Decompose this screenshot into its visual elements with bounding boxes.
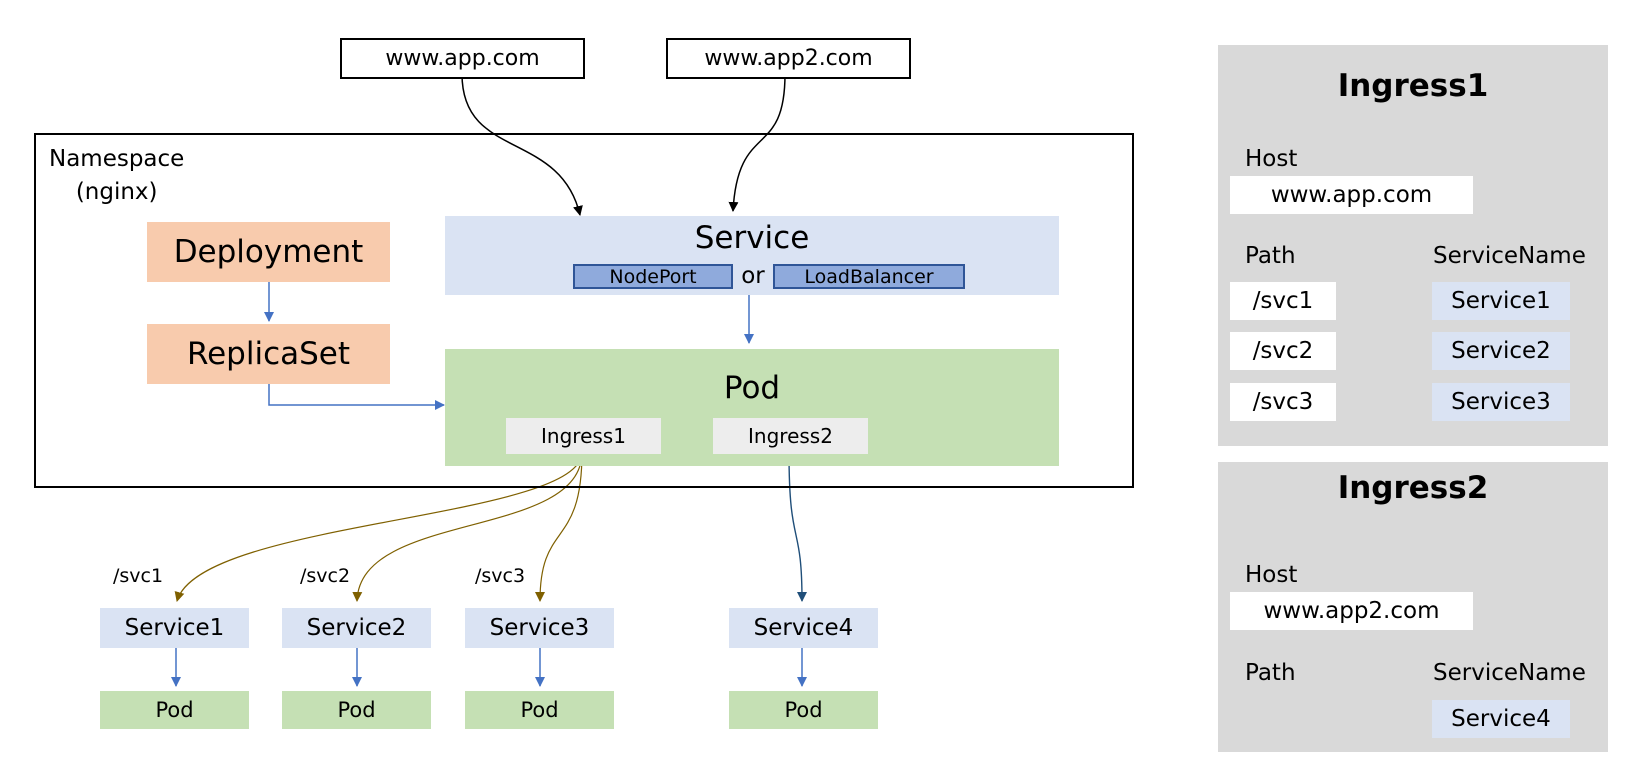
ingress2-host-label: Host: [1245, 562, 1298, 588]
arrow-host2-service: [728, 73, 786, 212]
arrow-ingress2-service4: [788, 451, 807, 602]
pod-box-svc4: Pod: [729, 691, 878, 729]
deployment-box: Deployment: [147, 222, 390, 282]
ingress1-panel: [1218, 45, 1608, 446]
namespace-label: Namespace (nginx): [49, 143, 184, 209]
ingress2-host-value: www.app2.com: [1230, 592, 1473, 630]
namespace-label-line1: Namespace: [49, 146, 185, 172]
replicaset-box: ReplicaSet: [147, 324, 390, 384]
loadbalancer-chip: LoadBalancer: [773, 264, 965, 289]
ingress1-path-row2: /svc2: [1230, 332, 1336, 370]
host-box-app: www.app.com: [340, 38, 585, 79]
pod-box-svc2: Pod: [282, 691, 431, 729]
nodeport-chip: NodePort: [573, 264, 733, 289]
ingress1-panel-title: Ingress1: [1337, 68, 1489, 104]
namespace-box: [34, 133, 1134, 488]
arrow-host1-service: [461, 73, 583, 216]
ingress1-host-label: Host: [1245, 146, 1298, 172]
ingress1-servicename-label: ServiceName: [1433, 243, 1586, 269]
ingress1-path-row1: /svc1: [1230, 282, 1336, 320]
pod-title: Pod: [723, 370, 781, 406]
service-title: Service: [694, 220, 810, 256]
ingress2-chip: Ingress2: [713, 418, 868, 454]
ingress2-panel-title: Ingress2: [1337, 470, 1489, 506]
ingress1-service-row1: Service1: [1432, 282, 1570, 320]
namespace-label-line2: (nginx): [75, 179, 158, 205]
ingress1-chip: Ingress1: [506, 418, 661, 454]
arrow-ingress1-service2: [352, 451, 583, 602]
service4-box: Service4: [729, 608, 878, 648]
host-box-app2: www.app2.com: [666, 38, 911, 79]
ingress1-service-row2: Service2: [1432, 332, 1570, 370]
service3-box: Service3: [465, 608, 614, 648]
ingress2-path-label: Path: [1245, 660, 1296, 686]
arrow-ingress1-service3: [535, 451, 583, 602]
ingress1-path-label: Path: [1245, 243, 1296, 269]
ingress1-path-row3: /svc3: [1230, 383, 1336, 421]
arrow-replicaset-pod: [268, 382, 445, 410]
service1-box: Service1: [100, 608, 249, 648]
arrow-ingress1-service1: [174, 451, 583, 602]
ingress2-service-row1: Service4: [1432, 700, 1570, 738]
path-label-svc2: /svc2: [300, 565, 351, 587]
path-label-svc3: /svc3: [475, 565, 526, 587]
path-label-svc1: /svc1: [113, 565, 164, 587]
pod-box-svc3: Pod: [465, 691, 614, 729]
service2-box: Service2: [282, 608, 431, 648]
ingress2-servicename-label: ServiceName: [1433, 660, 1586, 686]
service-or-label: or: [741, 263, 765, 289]
ingress1-host-value: www.app.com: [1230, 176, 1473, 214]
pod-box-svc1: Pod: [100, 691, 249, 729]
ingress1-service-row3: Service3: [1432, 383, 1570, 421]
